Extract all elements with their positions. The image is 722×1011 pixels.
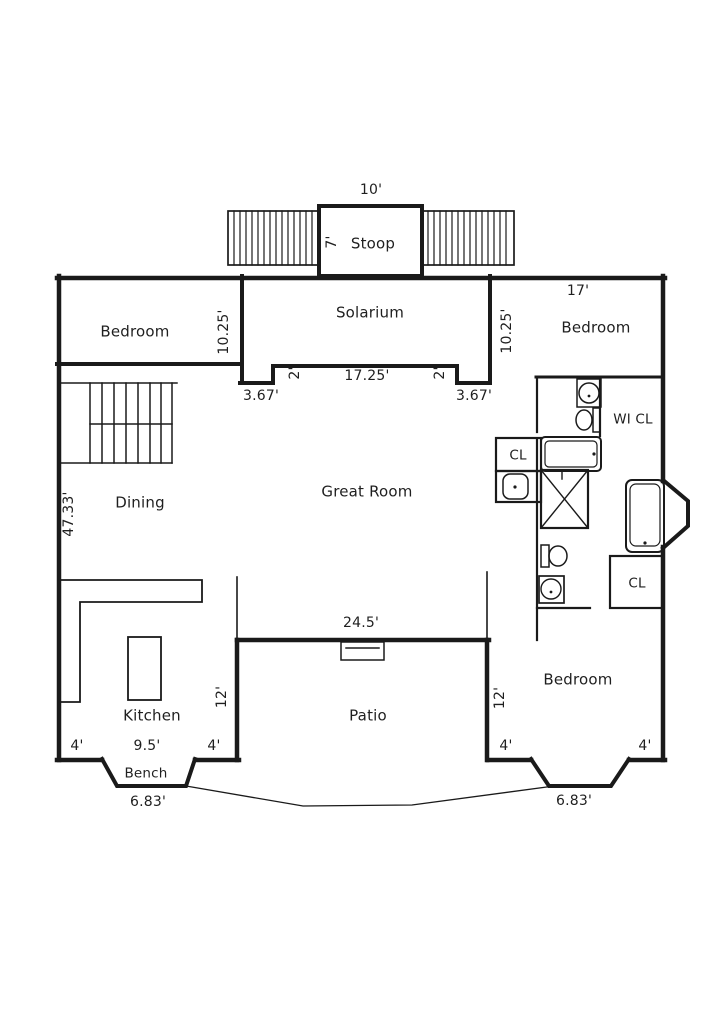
dim-kitchen-wall-left: 4' xyxy=(70,738,84,754)
toilet-icon-upper xyxy=(575,407,601,433)
dim-solarium-notch-left: 3.67' xyxy=(242,388,280,404)
dim-bedroom-lower-wall-left: 4' xyxy=(499,738,513,754)
toilet-icon-lower xyxy=(540,544,568,568)
room-label-dining: Dining xyxy=(115,493,165,512)
island-icon xyxy=(127,636,162,701)
label-closet-bedroom: CL xyxy=(628,575,646,592)
dim-solarium-depth-left: 10.25' xyxy=(216,309,232,355)
bathtub-icon-upper xyxy=(540,436,602,472)
dim-kitchen-depth: 12' xyxy=(214,685,230,709)
counter-icon xyxy=(58,579,203,703)
room-label-great-room: Great Room xyxy=(321,482,413,501)
sink-icon-upper xyxy=(576,378,602,408)
dim-kitchen-wall-right: 4' xyxy=(207,738,221,754)
staircase-icon xyxy=(58,382,178,464)
room-label-kitchen: Kitchen xyxy=(123,706,181,725)
dim-solarium-depth-right: 10.25' xyxy=(499,308,515,354)
dim-bedroom-top-right-width: 17' xyxy=(566,283,590,299)
room-edge-lines xyxy=(236,571,488,641)
shower-icon xyxy=(539,468,590,530)
label-walk-in-closet: WI CL xyxy=(613,411,653,428)
dim-bench-bay-width: 6.83' xyxy=(129,794,167,810)
step-icon xyxy=(340,641,385,661)
room-label-patio: Patio xyxy=(349,706,387,725)
dim-patio-width: 24.5' xyxy=(342,615,380,631)
dim-bedroom-lower-depth: 12' xyxy=(492,686,508,710)
sink-icon-lower xyxy=(538,575,565,604)
bathtub-icon-bay xyxy=(625,479,665,553)
dim-solarium-width: 17.25' xyxy=(344,368,390,384)
dim-solarium-step-right: 2' xyxy=(432,366,448,380)
label-closet-hall: CL xyxy=(509,447,527,464)
dim-bedroom-lower-wall-right: 4' xyxy=(638,738,652,754)
room-label-bedroom-lower: Bedroom xyxy=(543,670,613,689)
deck-hatch-icon-left xyxy=(227,210,321,266)
bay-windows xyxy=(99,477,690,788)
dim-house-depth: 47.33' xyxy=(61,491,77,537)
room-label-bench: Bench xyxy=(124,765,168,782)
dim-bedroom-bay-width: 6.83' xyxy=(555,793,593,809)
deck-edge-line xyxy=(185,785,548,807)
interior-walls xyxy=(55,274,665,763)
room-label-solarium: Solarium xyxy=(335,303,405,322)
water-closet-icon xyxy=(502,473,529,500)
bathroom-walls xyxy=(494,375,665,642)
room-label-bedroom-top-right: Bedroom xyxy=(561,318,631,337)
dim-solarium-step-left: 2' xyxy=(287,366,303,380)
room-label-stoop: Stoop xyxy=(350,234,396,253)
dim-solarium-notch-right: 3.67' xyxy=(455,388,493,404)
dim-stoop-width: 10' xyxy=(359,182,383,198)
bedroom-bay xyxy=(528,756,632,788)
dim-kitchen-width: 9.5' xyxy=(133,738,161,754)
room-label-bedroom-top-left: Bedroom xyxy=(100,322,170,341)
bench-bay xyxy=(99,756,198,788)
dim-stoop-depth: 7' xyxy=(324,235,340,249)
tub-bay xyxy=(660,477,690,551)
deck-hatch-icon-right xyxy=(421,210,515,266)
